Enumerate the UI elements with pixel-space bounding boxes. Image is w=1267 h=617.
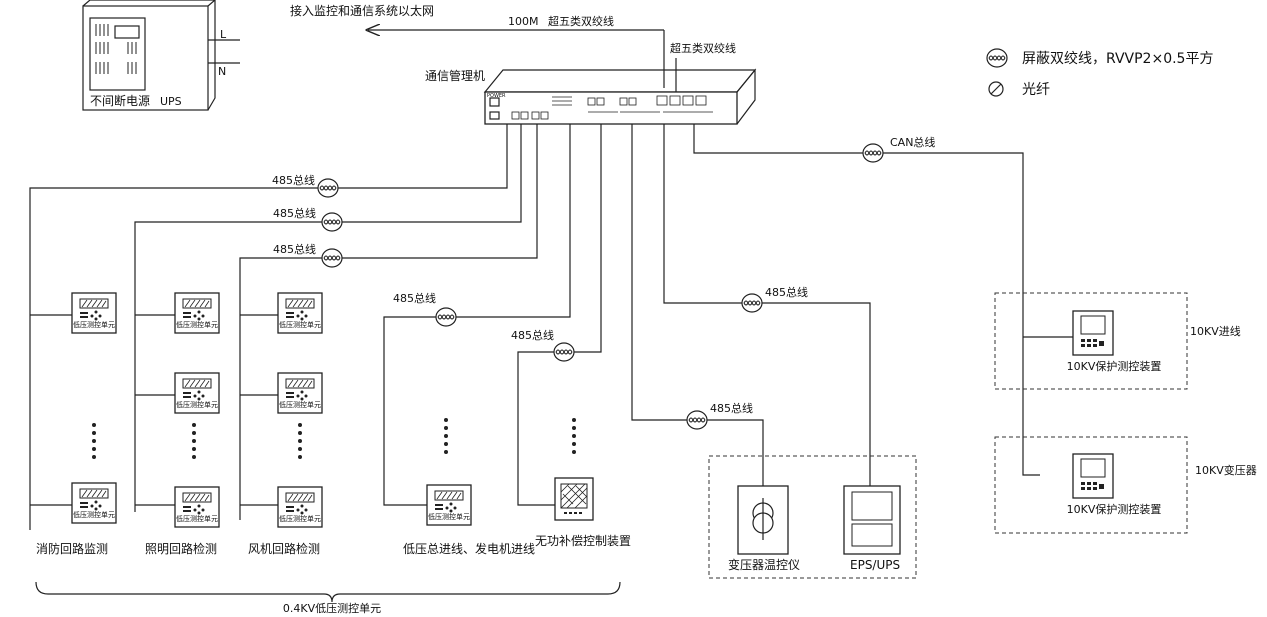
ellipsis-icon [92,423,96,459]
unit-label: 低压测控单元 [176,400,218,409]
ups-label-cn: 不间断电源 [90,93,150,108]
group-transformer-temp: 变压器温控仪 [728,557,800,572]
manager-port-cable: 超五类双绞线 [670,41,736,55]
unit-label: 低压测控单元 [73,510,115,519]
manager-brand: POWER [487,93,506,99]
light-unit: 低压测控单元 [174,372,220,414]
legend-fiber: 光纤 [1022,82,1050,98]
communication-manager: POWER 通信管理机 超五类双绞线 [425,41,757,125]
ellipsis-icon [444,418,448,454]
ellipsis-icon [572,418,576,454]
group-incoming: 低压总进线、发电机进线 [403,541,535,556]
shielded-twisted-pair-icon [986,48,1008,68]
bus-label-eps: 485总线 [765,285,808,299]
ups-line-l: L [220,28,227,41]
fire-unit: 低压测控单元 [71,292,117,334]
light-unit: 低压测控单元 [174,486,220,528]
incoming-unit: 低压测控单元 [426,484,472,526]
legend-shielded: 屏蔽双绞线，RVVP2×0.5平方 [1022,50,1213,67]
bus-label-reactive: 485总线 [511,328,554,342]
bus-label-fire: 485总线 [272,173,315,187]
group-fire: 消防回路监测 [36,541,108,556]
eps-ups-device [843,485,901,555]
bus-label-fan: 485总线 [273,242,316,256]
ellipsis-icon [192,423,196,459]
hv-incoming-label: 10KV进线 [1190,324,1241,338]
lv-brace-label: 0.4KV低压测控单元 [283,601,381,615]
bus-label-light: 485总线 [273,206,316,220]
fire-unit: 低压测控单元 [71,482,117,524]
fan-unit: 低压测控单元 [277,372,323,414]
twisted-pair-icon [321,248,343,268]
group-light: 照明回路检测 [145,541,217,556]
hv-transformer-unit [1072,453,1114,499]
bus-label-can: CAN总线 [890,135,935,149]
ups-label-en: UPS [160,95,182,108]
uplink-cable: 超五类双绞线 [548,14,614,28]
hv-incoming-device-label: 10KV保护测控装置 [1067,359,1162,373]
lv-brace [35,581,621,603]
twisted-pair-icon [435,307,457,327]
ups-cabinet: L N 不间断电源 UPS [82,0,240,111]
twisted-pair-icon [741,293,763,313]
unit-label: 低压测控单元 [73,320,115,329]
fan-unit: 低压测控单元 [277,292,323,334]
transformer-eps-frame [708,455,917,579]
twisted-pair-icon [321,212,343,232]
transformer-temp-controller [737,485,789,555]
bus-label-incoming: 485总线 [393,291,436,305]
legend: 屏蔽双绞线，RVVP2×0.5平方 光纤 [986,48,1213,98]
group-fan: 风机回路检测 [248,541,320,556]
twisted-pair-icon [317,178,339,198]
fiber-icon [988,81,1004,97]
hv-transformer-label: 10KV变压器 [1195,463,1257,477]
light-unit: 低压测控单元 [174,292,220,334]
uplink-label: 接入监控和通信系统以太网 [290,3,434,18]
fan-unit: 低压测控单元 [277,486,323,528]
ethernet-uplink: 接入监控和通信系统以太网 100M 超五类双绞线 [290,3,665,88]
hv-transformer-frame [994,436,1188,534]
unit-label: 低压测控单元 [279,514,321,523]
unit-label: 低压测控单元 [279,400,321,409]
unit-label: 低压测控单元 [176,514,218,523]
uplink-speed: 100M [508,15,539,28]
unit-label: 低压测控单元 [428,512,470,521]
reactive-controller [554,477,594,521]
hv-transformer-device-label: 10KV保护测控装置 [1067,502,1162,516]
unit-label: 低压测控单元 [176,320,218,329]
group-eps: EPS/UPS [850,558,900,572]
ups-line-n: N [218,65,226,78]
hv-incoming-frame [994,292,1188,390]
hv-incoming-unit [1072,310,1114,356]
bus-label-transformer: 485总线 [710,401,753,415]
twisted-pair-icon [862,143,884,163]
group-reactive: 无功补偿控制装置 [535,533,631,548]
ellipsis-icon [298,423,302,459]
manager-label: 通信管理机 [425,68,485,83]
twisted-pair-icon [686,410,708,430]
bus-wiring [29,124,1073,530]
twisted-pair-icon [553,342,575,362]
unit-label: 低压测控单元 [279,320,321,329]
